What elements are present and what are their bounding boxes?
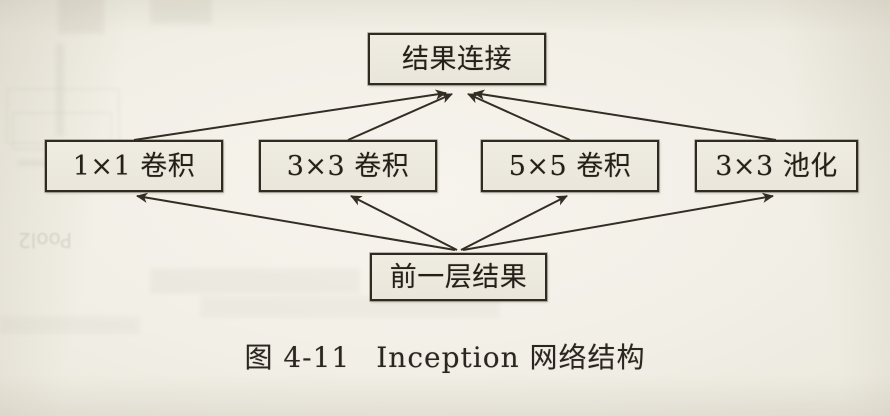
edge-prev-to-conv3x3	[350, 195, 458, 251]
node-pool-3x3[interactable]: 3×3 池化	[695, 140, 858, 192]
node-conv-5x5-label: 5×5 卷积	[508, 150, 632, 182]
edge-conv5x5-to-concat	[467, 93, 571, 141]
edge-conv3x3-to-concat	[347, 93, 453, 141]
figure-caption-title-cn: 网络结构	[529, 341, 646, 374]
edge-pool3x3-to-concat	[473, 89, 777, 141]
figure-caption-title-en: Inception	[376, 341, 520, 374]
node-conv-3x3[interactable]: 3×3 卷积	[259, 140, 437, 192]
figure-caption: 图 4-11 Inception 网络结构	[0, 336, 890, 376]
edge-prev-to-pool3x3	[462, 192, 774, 251]
node-concat[interactable]: 结果连接	[368, 33, 546, 85]
edge-prev-to-conv5x5	[460, 195, 568, 251]
node-conv-1x1[interactable]: 1×1 卷积	[45, 140, 223, 192]
edge-conv1x1-to-concat	[133, 89, 447, 141]
node-previous-layer-output-label: 前一层结果	[389, 261, 528, 293]
node-conv-5x5[interactable]: 5×5 卷积	[481, 140, 659, 192]
node-pool-3x3-label: 3×3 池化	[715, 150, 838, 182]
node-conv-1x1-label: 1×1 卷积	[72, 150, 196, 182]
node-concat-label: 结果连接	[402, 43, 512, 75]
figure-caption-number: 图 4-11	[244, 341, 351, 374]
edge-prev-to-conv1x1	[136, 192, 456, 251]
node-previous-layer-output[interactable]: 前一层结果	[370, 253, 547, 301]
node-conv-3x3-label: 3×3 卷积	[286, 150, 410, 182]
